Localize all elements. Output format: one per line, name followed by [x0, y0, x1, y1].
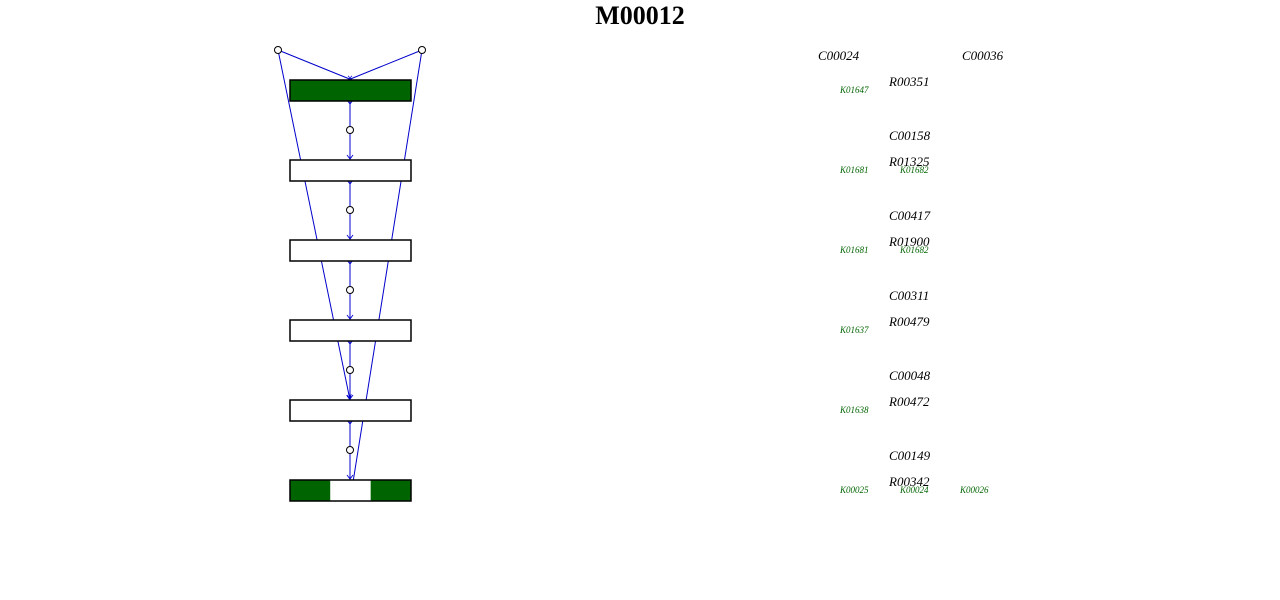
- ko-label-k00025: K00025: [839, 485, 869, 495]
- reaction-box-segment-k00025: [290, 480, 331, 501]
- reaction-box-segment-k01682: [350, 160, 411, 181]
- reaction-label-r00479: R00479: [888, 314, 930, 329]
- reaction-box-segment-k00026: [370, 480, 411, 501]
- edges-layer: [277, 49, 423, 501]
- compound-label-c00048: C00048: [889, 368, 931, 383]
- ko-label-k01682: K01682: [899, 245, 929, 255]
- reaction-box-segment-k01681: [290, 240, 351, 261]
- reaction-box-r00479: [289, 319, 412, 342]
- edge-c00024-r00472: [277, 49, 350, 400]
- ko-label-k01637: K01637: [839, 325, 869, 335]
- boxes-layer: [289, 79, 412, 502]
- reaction-box-segment-k01647: [290, 80, 411, 101]
- reaction-box-r00472: [289, 399, 412, 422]
- compound-node-c00036: [418, 46, 426, 54]
- reaction-box-r01325: [289, 159, 412, 182]
- reaction-box-r00351: [289, 79, 412, 102]
- compound-node-c00417: [346, 206, 354, 214]
- compound-label-c00158: C00158: [889, 128, 931, 143]
- reaction-box-segment-k01638: [290, 400, 411, 421]
- edge-c00036-r00351: [348, 49, 423, 80]
- reaction-box-segment-k01682: [350, 240, 411, 261]
- compound-node-c00048: [346, 366, 354, 374]
- reaction-box-segment-k01637: [290, 320, 411, 341]
- edge-tick-0-1: [346, 154, 354, 160]
- ko-label-k00024: K00024: [899, 485, 929, 495]
- compound-node-c00311: [346, 286, 354, 294]
- ko-label-k01647: K01647: [839, 85, 869, 95]
- compound-label-c00417: C00417: [889, 208, 931, 223]
- edge-tick-2-1: [346, 314, 354, 320]
- compound-label-c00149: C00149: [889, 448, 931, 463]
- edge-tick-4-1: [346, 474, 354, 480]
- reaction-label-r00342: R00342: [888, 474, 930, 489]
- edge-c00024-r00351: [277, 49, 352, 80]
- ko-label-k01638: K01638: [839, 405, 869, 415]
- ko-label-k01681: K01681: [839, 165, 869, 175]
- reaction-box-r00342: [289, 479, 412, 502]
- page-title: M00012: [595, 1, 685, 30]
- reaction-box-segment-k00024: [330, 480, 371, 501]
- compound-node-c00149: [346, 446, 354, 454]
- edge-tick-3-1: [346, 394, 354, 400]
- reaction-box-r01900: [289, 239, 412, 262]
- reaction-box-segment-k01681: [290, 160, 351, 181]
- nodes-layer: [274, 46, 426, 454]
- ko-label-k01681: K01681: [839, 245, 869, 255]
- compound-node-c00158: [346, 126, 354, 134]
- compound-label-c00024: C00024: [818, 48, 860, 63]
- edge-tick-1-1: [346, 234, 354, 240]
- edge-c00036-r00342: [350, 49, 423, 501]
- ko-label-k00026: K00026: [959, 485, 989, 495]
- compound-label-c00311: C00311: [889, 288, 929, 303]
- reaction-label-r00351: R00351: [888, 74, 929, 89]
- compound-node-c00024: [274, 46, 282, 54]
- ko-label-k01682: K01682: [899, 165, 929, 175]
- reaction-label-r01900: R01900: [888, 234, 930, 249]
- reaction-label-r01325: R01325: [888, 154, 930, 169]
- compound-label-c00036: C00036: [962, 48, 1004, 63]
- reaction-label-r00472: R00472: [888, 394, 930, 409]
